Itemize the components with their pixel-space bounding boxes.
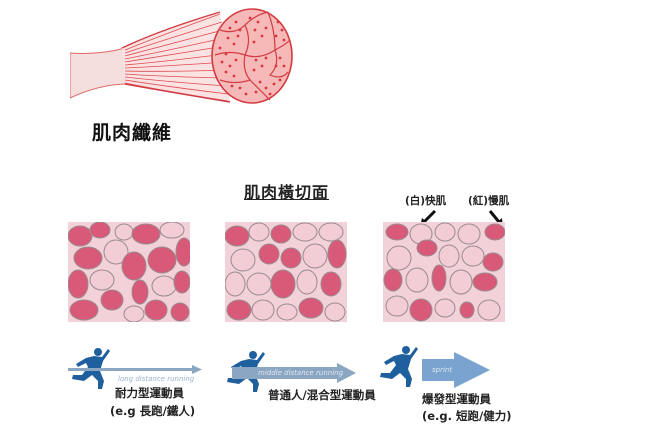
caption-explosive-line2: (e.g. 短跑/健力)	[422, 409, 512, 423]
arrow-sprint	[422, 352, 492, 392]
legend-red-slow-label: (紅)慢肌	[468, 195, 510, 207]
caption-explosive-line1: 爆發型運動員	[422, 392, 491, 406]
arrow-label-long-distance: long distance running	[118, 375, 195, 383]
caption-endurance-line2: (e.g 長跑/鐵人)	[110, 404, 196, 418]
arrow-label-sprint: sprint	[432, 366, 453, 374]
arrow-middle-distance	[232, 363, 357, 387]
muscle-fiber-illustration	[69, 0, 310, 110]
arrow-label-middle-distance: middle distance running	[258, 369, 344, 377]
legend-white-fast-label: (白)快肌	[405, 195, 447, 207]
cross-section-panel-endurance	[68, 222, 190, 322]
muscle-fiber-label: 肌肉纖維	[92, 122, 173, 144]
caption-mixed-line1: 普通人/混合型運動員	[268, 388, 376, 402]
arrow-long-distance	[68, 365, 203, 374]
caption-endurance-line1: 耐力型運動員	[115, 386, 184, 400]
runner-icon-explosive	[378, 345, 422, 393]
cross-section-title: 肌肉橫切面	[244, 183, 330, 202]
cross-section-panel-mixed	[225, 222, 347, 322]
cross-section-panel-explosive	[383, 222, 505, 322]
